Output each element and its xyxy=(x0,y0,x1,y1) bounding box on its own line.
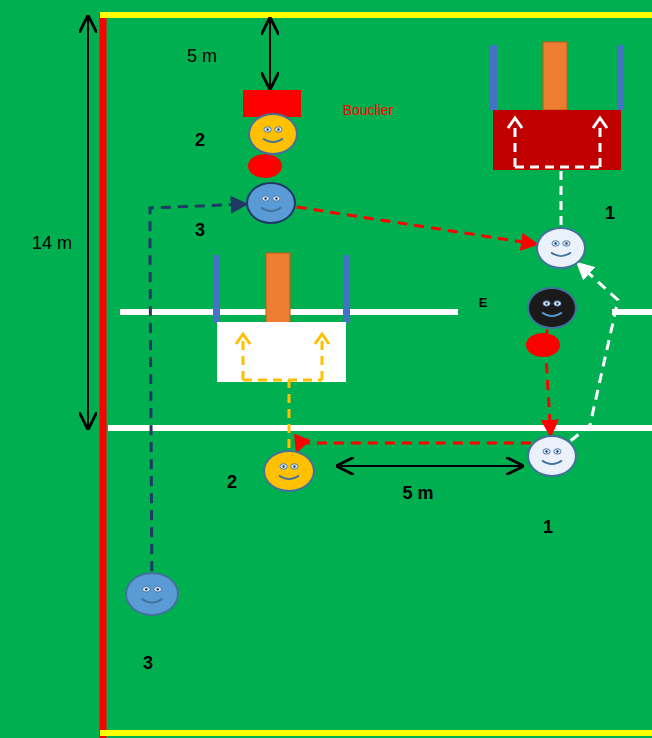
field-line xyxy=(612,309,652,315)
player: 2 xyxy=(263,450,315,492)
movement-arrow xyxy=(150,204,245,571)
label-holder: 5 m xyxy=(202,56,232,77)
smile xyxy=(542,313,562,317)
eye xyxy=(264,127,271,132)
movement-arrow xyxy=(297,207,536,244)
label-holder: 5 m xyxy=(418,493,449,514)
pupil xyxy=(545,450,547,452)
player-number: 3 xyxy=(195,220,205,241)
pupil xyxy=(275,197,277,199)
pupil xyxy=(556,450,558,452)
pupil xyxy=(545,302,547,304)
dimension-label: 5 m xyxy=(187,46,217,67)
run-arrowhead xyxy=(508,118,607,128)
player-number: 3 xyxy=(143,653,153,674)
ball xyxy=(248,154,282,178)
smiley-face xyxy=(250,115,296,153)
pupil xyxy=(282,465,284,467)
smiley-face xyxy=(265,452,313,490)
player: 3 xyxy=(246,182,296,224)
movement-arrow xyxy=(571,264,618,441)
eye xyxy=(262,196,269,201)
pupil xyxy=(156,588,158,590)
eye xyxy=(273,196,280,201)
goal-post xyxy=(213,255,220,323)
smiley-face xyxy=(529,437,575,475)
pupil xyxy=(565,242,567,244)
eye xyxy=(275,127,282,132)
eye xyxy=(554,301,561,306)
pupil xyxy=(145,588,147,590)
goal-post xyxy=(617,45,624,110)
field-line xyxy=(108,425,652,431)
smiley-face xyxy=(248,184,294,222)
scoring-zone xyxy=(217,322,346,382)
smiley-face xyxy=(529,289,575,327)
goal-post xyxy=(490,45,497,110)
pupil xyxy=(266,128,268,130)
smile xyxy=(261,208,281,212)
eye xyxy=(154,586,162,592)
dimension-label: 5 m xyxy=(402,483,433,504)
sideline xyxy=(100,14,107,738)
shield-label: Bouclier xyxy=(343,102,394,118)
end-line xyxy=(100,12,652,18)
eye xyxy=(280,464,287,469)
eye xyxy=(552,241,559,246)
player: 1 xyxy=(527,435,577,477)
pupil xyxy=(264,197,266,199)
smiley-face xyxy=(538,229,584,267)
movement-arrow xyxy=(297,443,531,450)
eye xyxy=(563,241,570,246)
goal-pad xyxy=(543,42,567,110)
smile xyxy=(279,476,299,480)
eye xyxy=(291,464,298,469)
goal-pad xyxy=(266,253,290,323)
eye xyxy=(554,449,561,454)
player-number: 1 xyxy=(605,203,615,224)
player-number: 2 xyxy=(195,130,205,151)
smile xyxy=(542,461,562,465)
run-path xyxy=(515,124,600,225)
pupil xyxy=(277,128,279,130)
dimension-arrow xyxy=(269,19,271,88)
player: 2 xyxy=(248,113,298,155)
scoring-zone xyxy=(493,110,621,170)
goal-post xyxy=(343,255,350,323)
eye xyxy=(142,586,150,592)
player: 3 xyxy=(125,572,179,616)
run-path xyxy=(243,340,322,448)
smile xyxy=(551,253,571,257)
dimension-label: 14 m xyxy=(32,233,72,254)
dimension-arrow xyxy=(87,17,89,428)
ball xyxy=(526,333,560,357)
label-holder: 14 m xyxy=(52,243,92,264)
player-number: E xyxy=(479,296,488,311)
player: 1 xyxy=(536,227,586,269)
end-line xyxy=(100,730,652,736)
player-number: 1 xyxy=(543,517,553,538)
run-arrowhead xyxy=(236,334,329,344)
eye xyxy=(543,301,550,306)
pupil xyxy=(293,465,295,467)
player-number: 2 xyxy=(227,472,237,493)
smile xyxy=(263,139,283,143)
smile xyxy=(142,599,163,603)
smiley-face xyxy=(127,574,177,614)
dimension-arrow xyxy=(338,465,522,467)
pupil xyxy=(556,302,558,304)
eye xyxy=(543,449,550,454)
opponent: E xyxy=(527,287,577,329)
pupil xyxy=(554,242,556,244)
